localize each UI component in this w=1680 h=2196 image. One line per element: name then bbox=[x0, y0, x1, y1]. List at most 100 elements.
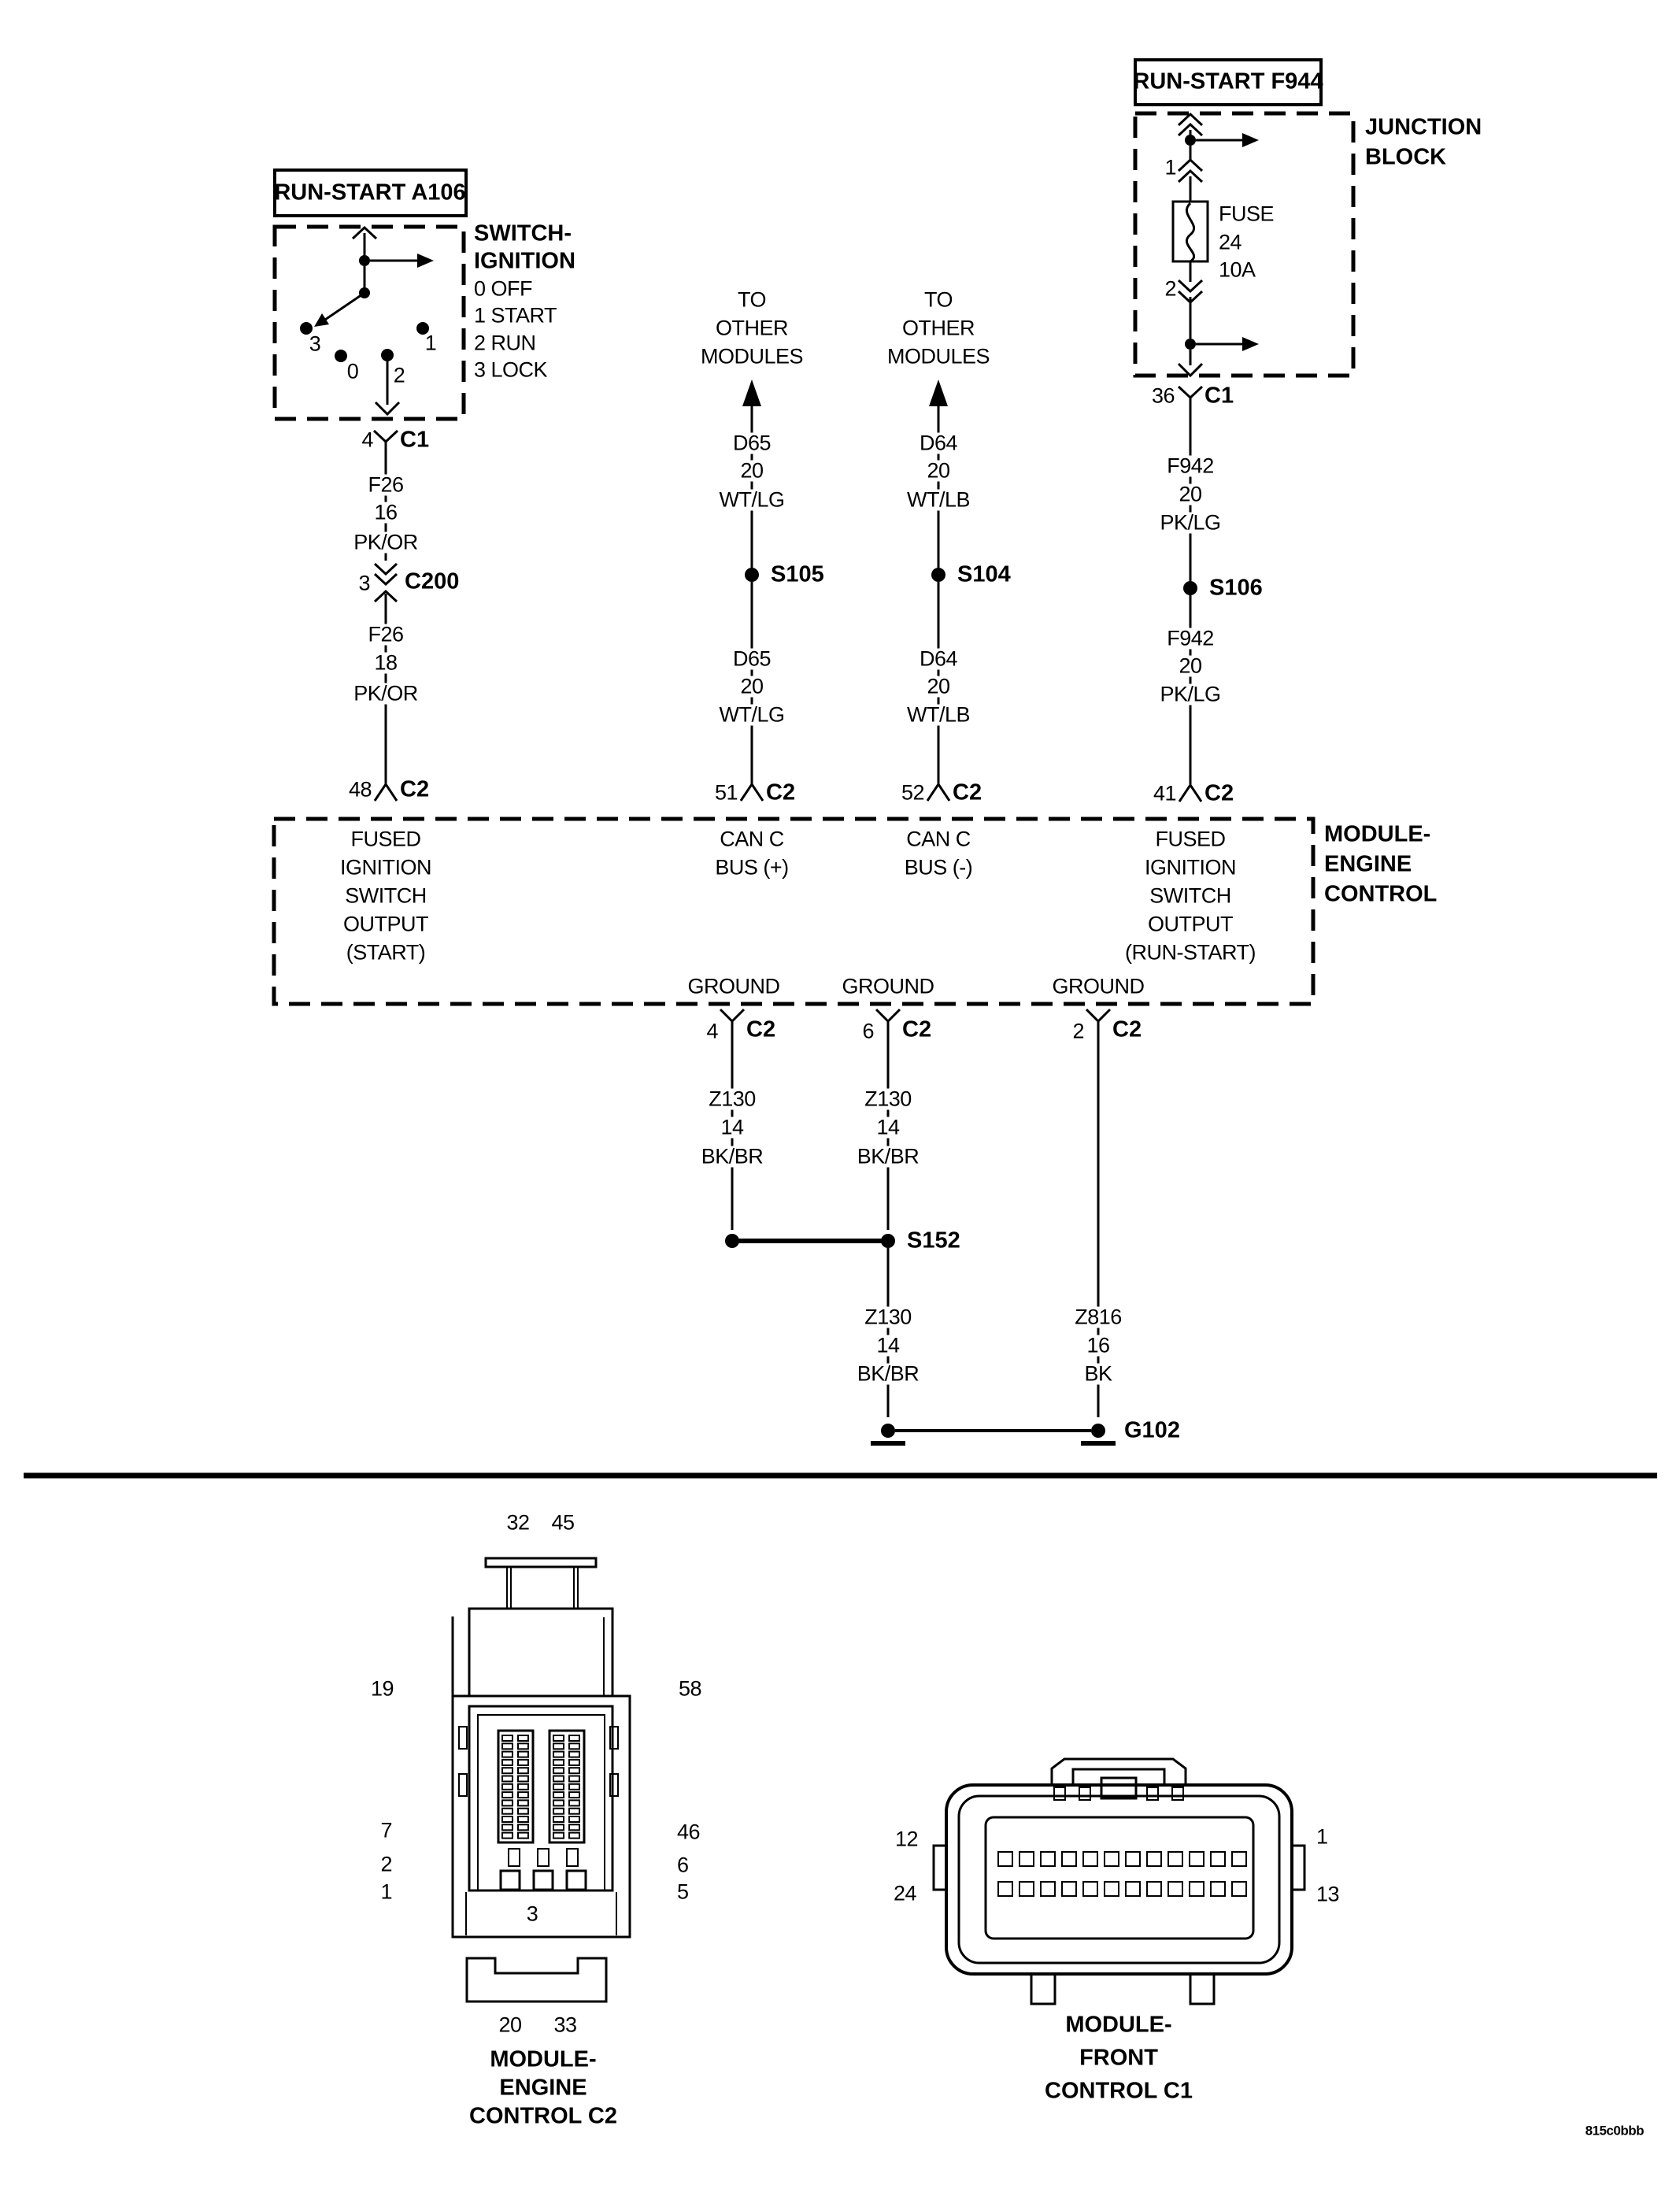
switch-pos-run: 2 RUN bbox=[474, 331, 536, 355]
connector-c2-label: C2 bbox=[1204, 780, 1234, 806]
connector-fork-icon bbox=[719, 1008, 746, 1024]
wire-color: BK bbox=[1080, 1363, 1116, 1385]
c2-pin-5: 5 bbox=[677, 1879, 689, 1904]
connector-c1-label: C1 bbox=[1204, 383, 1234, 409]
fuse-element bbox=[1185, 202, 1196, 263]
to-other-1: TO bbox=[737, 287, 767, 312]
terminal-2-label: 2 bbox=[393, 363, 405, 387]
chevron-down-icon bbox=[374, 401, 401, 417]
c200-label: C200 bbox=[405, 568, 460, 594]
terminal-0-dot bbox=[335, 350, 347, 362]
ground-icon bbox=[1091, 1424, 1105, 1438]
module-name: CONTROL bbox=[1324, 881, 1438, 907]
wire-color: WT/LG bbox=[715, 489, 789, 511]
c1-pin-13: 13 bbox=[1316, 1882, 1340, 1906]
c1-pin-1: 1 bbox=[1316, 1824, 1328, 1849]
fuse-number: 24 bbox=[1219, 230, 1242, 254]
fuse-rating: 10A bbox=[1219, 257, 1256, 282]
splice-s152-label: S152 bbox=[907, 1228, 960, 1254]
module-pin-function: (RUN-START) bbox=[1125, 940, 1256, 965]
c1-connector-caption: FRONT bbox=[1079, 2045, 1158, 2071]
c2-pin-6: 6 bbox=[677, 1853, 689, 1877]
pin-4-label: 4 bbox=[361, 428, 373, 452]
connector-c1-label: C1 bbox=[400, 427, 430, 453]
c2-pin-7: 7 bbox=[380, 1818, 392, 1842]
ground-label: GROUND bbox=[1052, 974, 1145, 998]
switch-arm bbox=[322, 291, 365, 323]
wire-color: PK/LG bbox=[1156, 683, 1225, 705]
switch-name-line1: SWITCH- bbox=[474, 220, 572, 246]
module-pin-function: OUTPUT bbox=[1148, 912, 1234, 936]
c1-connector-caption: CONTROL C1 bbox=[1045, 2078, 1193, 2104]
c1-pin-12: 12 bbox=[894, 1827, 919, 1851]
run-start-a106-box bbox=[272, 168, 468, 421]
switch-name-line2: IGNITION bbox=[474, 248, 575, 274]
c2-pin-46: 46 bbox=[677, 1820, 701, 1844]
jb-pin-1-label: 1 bbox=[1164, 155, 1176, 180]
wire-gauge: 20 bbox=[1175, 655, 1206, 677]
c2-pin-58: 58 bbox=[679, 1676, 702, 1701]
inline-connector-icon bbox=[1177, 168, 1204, 183]
connector-c2-label: C2 bbox=[746, 1017, 776, 1042]
c1-pin-24: 24 bbox=[893, 1881, 917, 1905]
a106-title: RUN-START A106 bbox=[274, 180, 466, 206]
pin-51-label: 51 bbox=[714, 780, 738, 805]
c2-pin-1: 1 bbox=[380, 1879, 392, 1904]
wire-gauge: 20 bbox=[1175, 483, 1206, 505]
c2-pin-45: 45 bbox=[551, 1510, 575, 1535]
connector-c2-label: C2 bbox=[1112, 1017, 1142, 1042]
arrowhead-icon bbox=[314, 313, 329, 327]
chevron-up-icon bbox=[1177, 112, 1204, 127]
module-pin-function: FUSED bbox=[350, 827, 421, 851]
engine-control-c2-connector-drawing bbox=[451, 1557, 631, 2003]
connector-fork-icon bbox=[373, 782, 398, 802]
splice-s105-dot bbox=[745, 568, 759, 582]
wire-color: BK/BR bbox=[853, 1363, 923, 1385]
wire-gauge: 20 bbox=[923, 460, 954, 482]
inline-connector-icon bbox=[373, 562, 398, 576]
connector-fork-icon bbox=[1177, 385, 1204, 400]
fuse-icon bbox=[1171, 200, 1209, 263]
pin-6-label: 6 bbox=[862, 1019, 874, 1043]
wire-color: BK/BR bbox=[697, 1146, 768, 1168]
wire-circuit: Z816 bbox=[1071, 1306, 1126, 1328]
pin-36-label: 36 bbox=[1151, 383, 1175, 408]
splice-s152-dot bbox=[881, 1234, 895, 1248]
c2-connector-caption: ENGINE bbox=[499, 2075, 587, 2101]
pin-52-label: 52 bbox=[901, 780, 925, 805]
module-pin-function: FUSED bbox=[1155, 827, 1226, 851]
arrow-right-icon bbox=[1242, 337, 1259, 351]
terminal-3-label: 3 bbox=[309, 331, 321, 356]
to-other-2: OTHER bbox=[902, 316, 975, 340]
wire-color: PK/LG bbox=[1156, 512, 1225, 534]
c2-connector-caption: MODULE- bbox=[490, 2046, 597, 2072]
drawing-code: 815c0bbb bbox=[1585, 2123, 1645, 2139]
wire-circuit: Z130 bbox=[705, 1088, 760, 1110]
connector-fork-icon bbox=[1178, 783, 1203, 802]
wire-color: BK/BR bbox=[853, 1146, 923, 1168]
inline-connector-icon bbox=[1177, 279, 1204, 294]
module-pin-function: CAN C bbox=[906, 827, 971, 851]
wire-gauge: 20 bbox=[923, 676, 954, 698]
c1-connector-caption: MODULE- bbox=[1065, 2012, 1172, 2038]
switch-pos-lock: 3 LOCK bbox=[474, 357, 548, 382]
module-pin-function: SWITCH bbox=[1149, 883, 1231, 908]
wire-gauge: 16 bbox=[1082, 1335, 1114, 1357]
latch-icon bbox=[1050, 1757, 1187, 1785]
junction-block-graphic bbox=[1133, 58, 1356, 378]
c2-pin-33: 33 bbox=[553, 2013, 577, 2037]
connector-fork-icon bbox=[373, 589, 398, 603]
fuse-label: FUSE bbox=[1219, 202, 1275, 226]
terminal-3-dot bbox=[300, 322, 313, 335]
terminal-1-dot bbox=[416, 322, 429, 335]
c2-pin-19: 19 bbox=[370, 1676, 394, 1701]
c2-pin-32: 32 bbox=[506, 1510, 530, 1535]
terminal-1-label: 1 bbox=[424, 331, 437, 355]
module-name: ENGINE bbox=[1324, 851, 1412, 877]
to-other-1: TO bbox=[923, 287, 953, 312]
module-pin-function: CAN C bbox=[720, 827, 784, 851]
connector-fork-icon bbox=[875, 1008, 901, 1024]
connector-fork-icon bbox=[926, 782, 951, 802]
module-pin-function: (START) bbox=[346, 940, 426, 965]
